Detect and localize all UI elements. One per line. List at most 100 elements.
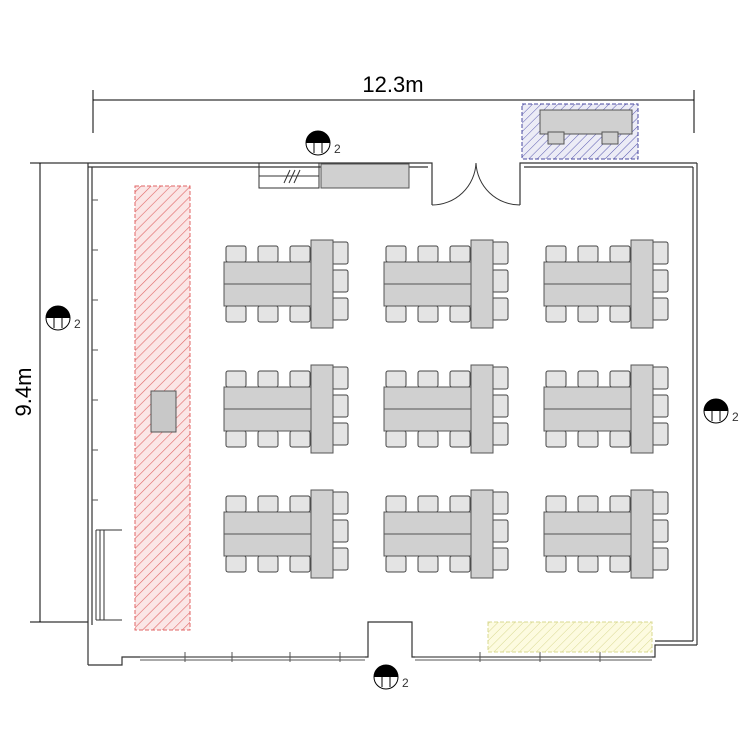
long-table (223, 408, 315, 432)
chair (491, 547, 509, 571)
chair (289, 245, 311, 263)
chair (545, 555, 567, 573)
coat-rack (258, 162, 320, 189)
chair (225, 555, 247, 573)
height-dimension: 9.4m (11, 162, 88, 623)
chair (417, 370, 439, 388)
side-cabinet (320, 163, 410, 189)
long-table (223, 511, 315, 535)
chair (577, 370, 599, 388)
chair (385, 245, 407, 263)
chair (577, 555, 599, 573)
counter-area (487, 621, 653, 653)
chair (545, 370, 567, 388)
chair (331, 366, 349, 390)
chair (225, 245, 247, 263)
long-table (543, 511, 635, 535)
left-wall-windows (92, 199, 98, 501)
chair (417, 555, 439, 573)
storage-area (521, 103, 639, 160)
height-dimension-label: 9.4m (11, 368, 36, 417)
chair (609, 245, 631, 263)
chair (385, 495, 407, 513)
table-groups (223, 239, 669, 579)
long-table (543, 408, 635, 432)
width-dimension: 12.3m (92, 72, 695, 133)
outlet-top-count: 2 (334, 142, 341, 156)
head-table (470, 489, 494, 579)
chair (651, 366, 669, 390)
chair (257, 430, 279, 448)
long-table (223, 386, 315, 410)
chair (385, 430, 407, 448)
long-table (383, 386, 475, 410)
chair (257, 555, 279, 573)
chair (331, 547, 349, 571)
outlet-right: 2 (703, 398, 739, 424)
head-table (630, 489, 654, 579)
chair (609, 430, 631, 448)
room-walls (87, 162, 698, 666)
chair (449, 495, 471, 513)
chair (289, 555, 311, 573)
chair (651, 297, 669, 321)
outlet-top: 2 (305, 130, 341, 156)
chair (385, 370, 407, 388)
long-table (543, 261, 635, 285)
chair (417, 305, 439, 323)
chair (545, 245, 567, 263)
head-table (630, 239, 654, 329)
chair (491, 491, 509, 515)
long-table (383, 283, 475, 307)
chair (417, 245, 439, 263)
head-table (310, 364, 334, 454)
chair (651, 519, 669, 543)
side-door (95, 529, 122, 621)
lectern (150, 390, 177, 433)
chair (417, 495, 439, 513)
chair (449, 245, 471, 263)
long-table (543, 386, 635, 410)
head-table (470, 364, 494, 454)
chair (609, 370, 631, 388)
chair (417, 430, 439, 448)
long-table (383, 533, 475, 557)
chair (331, 491, 349, 515)
long-table (223, 533, 315, 557)
outlet-right-count: 2 (732, 410, 739, 424)
chair (385, 305, 407, 323)
chair (257, 305, 279, 323)
head-table (470, 239, 494, 329)
chair (577, 495, 599, 513)
long-table (223, 283, 315, 307)
chair (491, 241, 509, 265)
long-table (223, 261, 315, 285)
width-dimension-label: 12.3m (362, 72, 423, 97)
chair (545, 430, 567, 448)
chair (331, 394, 349, 418)
chair (577, 245, 599, 263)
entrance-door (431, 162, 521, 206)
chair (385, 555, 407, 573)
outlet-left-count: 2 (74, 317, 81, 331)
chair (651, 394, 669, 418)
chair (651, 241, 669, 265)
chair (449, 430, 471, 448)
chair (289, 430, 311, 448)
chair (289, 305, 311, 323)
chair (491, 366, 509, 390)
chair (449, 305, 471, 323)
chair (257, 495, 279, 513)
chair (257, 245, 279, 263)
chair (651, 491, 669, 515)
chair (545, 305, 567, 323)
outlet-bottom: 2 (373, 664, 409, 690)
chair (577, 430, 599, 448)
chair (577, 305, 599, 323)
chair (331, 297, 349, 321)
chair (545, 495, 567, 513)
long-table (383, 511, 475, 535)
chair (289, 370, 311, 388)
long-table (383, 261, 475, 285)
chair (331, 269, 349, 293)
